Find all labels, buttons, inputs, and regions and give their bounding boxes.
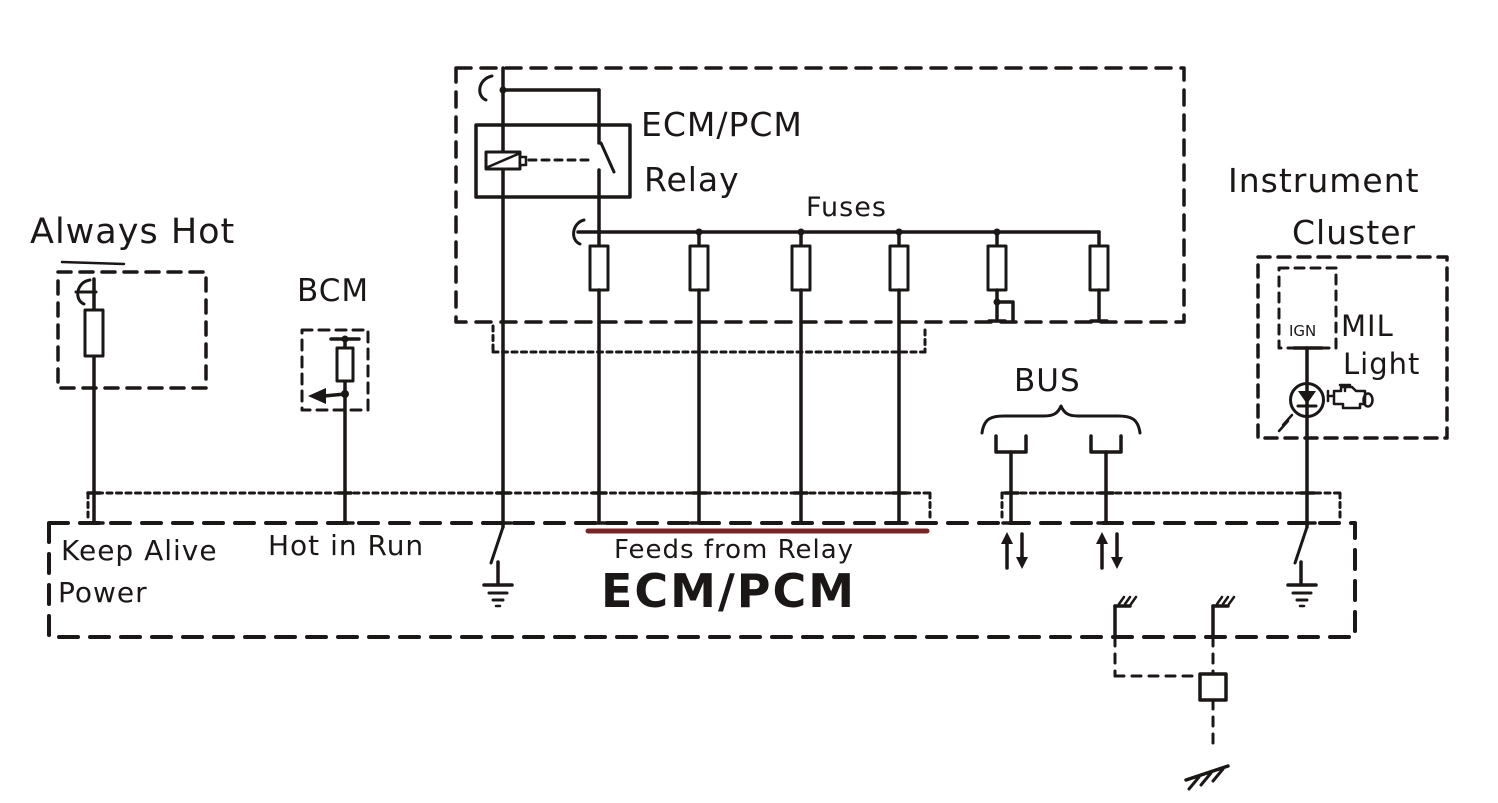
- ground-wires: [1113, 635, 1215, 752]
- arrow-down-icon: [1016, 557, 1028, 569]
- fuse-4: [888, 230, 910, 525]
- chassis-ground-icon: [1211, 595, 1236, 639]
- arrow-left-icon: [308, 388, 326, 404]
- fuse-5: [986, 230, 1015, 323]
- ecm-pcm-label: ECM/PCM: [601, 564, 857, 618]
- fuse-bank: [572, 218, 1110, 525]
- bus-connector-icon: [1089, 434, 1123, 454]
- arrow-down-icon: [1111, 557, 1123, 569]
- chassis-ground-icon: [1113, 595, 1138, 639]
- bus-connector-icon: [994, 434, 1028, 454]
- bus-arrows-1: [1001, 532, 1028, 570]
- fuse-6: [1088, 230, 1110, 323]
- connector-band-right: [1000, 491, 1342, 523]
- fuse-icon: [335, 346, 355, 383]
- always-hot-underline: [60, 260, 126, 266]
- always-hot-component: [56, 260, 208, 525]
- fuse-2: [688, 230, 710, 525]
- fuse-icon: [1088, 244, 1110, 292]
- bcm-label: BCM: [297, 273, 370, 309]
- connector-hook-icon: [572, 218, 586, 246]
- fuse-icon: [688, 244, 710, 292]
- ecm-pcm-box: [47, 521, 1357, 639]
- led-icon: [1277, 382, 1325, 433]
- bus-arrows-2: [1096, 532, 1123, 570]
- fuse-icon: [790, 244, 812, 292]
- junction-dot: [499, 86, 507, 94]
- always-hot-box: [56, 270, 208, 390]
- relay-label-line2: Relay: [644, 160, 740, 199]
- mil-label-line1: MIL: [1341, 309, 1394, 343]
- always-hot-label: Always Hot: [30, 212, 236, 252]
- chassis-ground-icon: [1184, 764, 1230, 791]
- instrument-cluster: [1256, 255, 1449, 608]
- fuses-label: Fuses: [806, 192, 887, 223]
- jumper-step: [995, 300, 1015, 323]
- bcm-box: [300, 328, 370, 412]
- switch-blade: [489, 525, 505, 565]
- cluster-ground: [1286, 525, 1318, 608]
- check-engine-icon: [1326, 383, 1374, 410]
- ecm-pcm-relay: [474, 66, 632, 529]
- connector-band-left: [86, 491, 932, 523]
- switch-blade: [1293, 525, 1309, 565]
- relay-label-line1: ECM/PCM: [641, 105, 803, 144]
- fuse-relay-box: [454, 66, 1186, 324]
- fuse-1: [588, 230, 610, 525]
- hot-in-run-label: Hot in Run: [268, 529, 425, 562]
- fuse-3: [790, 230, 812, 525]
- instrument-label-line1: Instrument: [1228, 161, 1420, 200]
- bus-label: BUS: [1014, 363, 1081, 399]
- ign-label: IGN: [1289, 322, 1317, 340]
- relay-control-ground: [482, 525, 514, 608]
- relay-switch-blade: [599, 141, 616, 174]
- fuse-icon: [83, 308, 105, 358]
- fuse-icon: [588, 244, 610, 292]
- keep-alive-label-line1: Keep Alive: [61, 534, 218, 567]
- bus-section: [980, 404, 1142, 570]
- fuse-icon: [986, 244, 1008, 292]
- cluster-box: [1256, 255, 1449, 440]
- keep-alive-label-line2: Power: [58, 576, 148, 609]
- relay-outline: [474, 123, 632, 199]
- mil-label-line2: Light: [1343, 347, 1421, 381]
- arrow-up-icon: [1096, 532, 1108, 544]
- brace-icon: [980, 404, 1142, 435]
- fuse-icon: [888, 244, 910, 292]
- connector-band-top: [491, 324, 927, 354]
- arrow-up-icon: [1001, 532, 1013, 544]
- connector-hook-icon: [478, 74, 494, 102]
- feeds-from-relay-label: Feeds from Relay: [614, 535, 855, 565]
- instrument-label-line2: Cluster: [1292, 213, 1417, 252]
- ground-network: [1113, 595, 1236, 791]
- splice-square: [1198, 672, 1228, 702]
